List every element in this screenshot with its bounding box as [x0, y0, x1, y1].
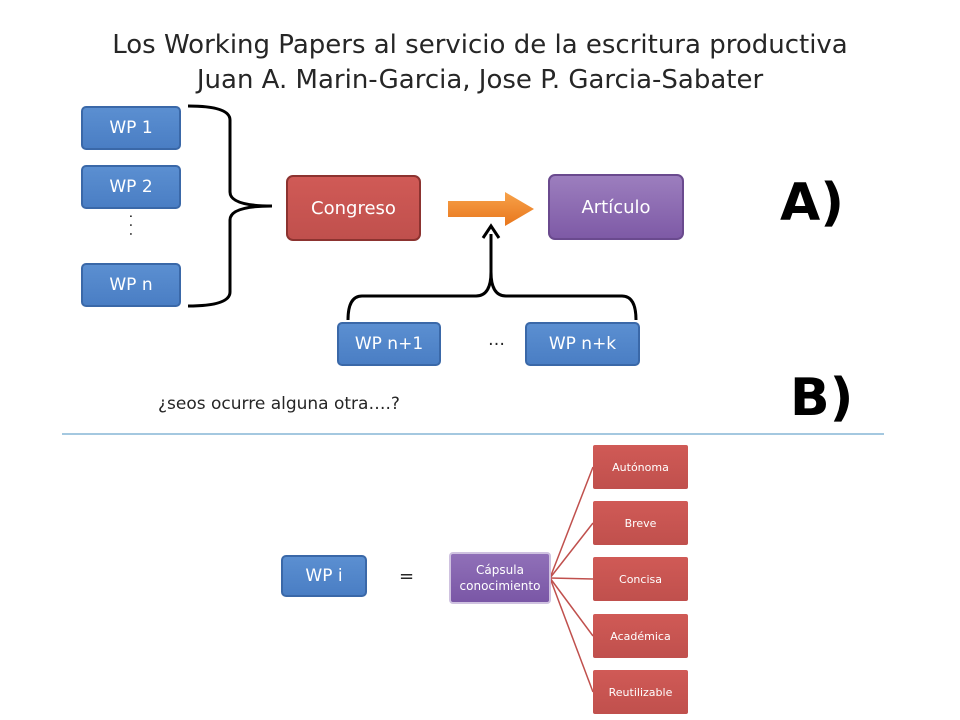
wp-n-box: WP n [81, 263, 181, 307]
capsule-box: Cápsula conocimiento [449, 552, 551, 604]
wp-2-box: WP 2 [81, 165, 181, 209]
articulo-box: Artículo [548, 174, 684, 240]
slide-authors: Juan A. Marin-Garcia, Jose P. Garcia-Sab… [196, 65, 764, 95]
wp-1-box: WP 1 [81, 106, 181, 150]
wp-i-box: WP i [281, 555, 367, 597]
wp-n-plus-k-box: WP n+k [525, 322, 640, 366]
leaf-breve: Breve [593, 501, 688, 545]
leaf-autonoma: Autónoma [593, 445, 688, 489]
question-text: ¿seos ocurre alguna otra….? [158, 394, 400, 414]
orange-arrow [448, 192, 534, 226]
slide-title: Los Working Papers al servicio de la esc… [112, 30, 848, 60]
congreso-box: Congreso [286, 175, 421, 241]
bottom-brace [346, 271, 638, 321]
section-a-label: A) [780, 173, 845, 233]
up-arrow-head [481, 223, 501, 239]
left-brace [187, 104, 273, 308]
leaf-academica: Académica [593, 614, 688, 658]
ellipsis-text: … [488, 330, 505, 350]
equals-sign: = [399, 566, 415, 587]
section-b-label: B) [790, 368, 854, 428]
vertical-dots: . . . [126, 214, 142, 237]
leaf-reutilizable: Reutilizable [593, 670, 688, 714]
leaf-concisa: Concisa [593, 557, 688, 601]
wp-n-plus-1-box: WP n+1 [337, 322, 441, 366]
tree-connectors [549, 466, 594, 693]
